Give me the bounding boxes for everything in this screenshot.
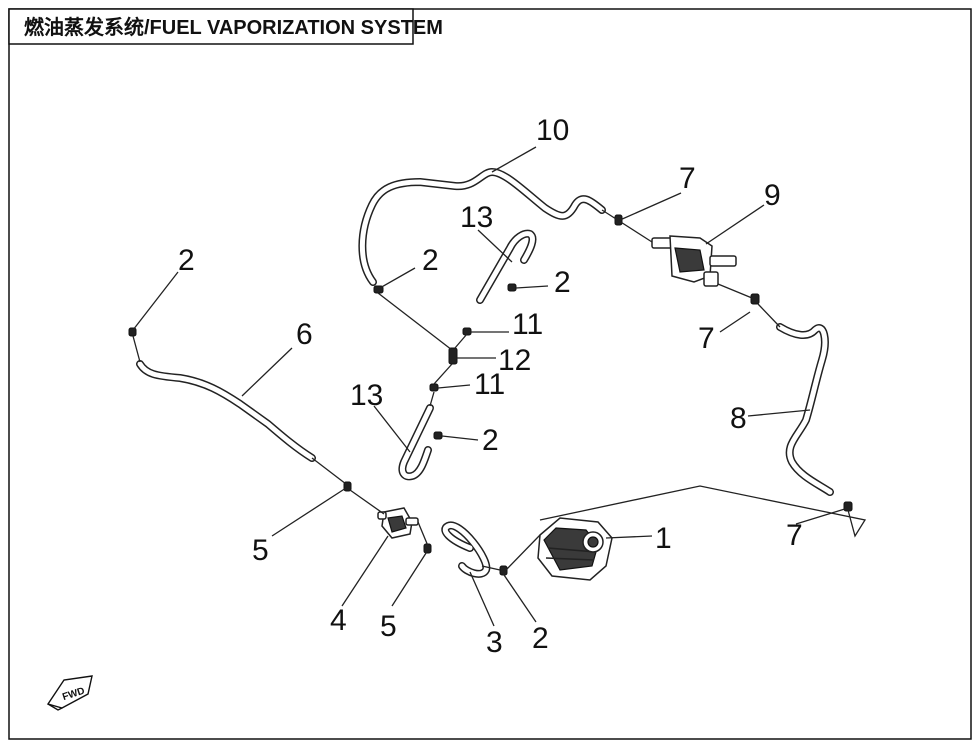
part-1-canister: [537, 517, 613, 581]
callout-3: 3: [486, 626, 503, 659]
callout-9: 9: [764, 179, 781, 212]
assembly-center-lines: [132, 209, 867, 571]
callout-11-upper: 11: [512, 308, 543, 341]
callout-12: 12: [498, 344, 531, 377]
callout-11-lower: 11: [474, 368, 505, 401]
callout-10: 10: [536, 114, 569, 147]
callout-8: 8: [730, 402, 747, 435]
callout-7-top: 7: [679, 162, 696, 195]
fwd-arrow-icon: FWD: [46, 675, 93, 711]
diagram-border: [8, 8, 972, 740]
callout-labels: 10 7 9 13 2 2 2 6 11 7 12 11 13 8 2 1 7 …: [178, 114, 803, 659]
callout-2-upper-mid: 2: [422, 244, 439, 277]
callout-1: 1: [655, 522, 672, 555]
callout-4: 4: [330, 604, 347, 637]
callout-13-upper: 13: [460, 201, 493, 234]
diagram-title: 燃油蒸发系统/FUEL VAPORIZATION SYSTEM: [24, 15, 443, 39]
part-13-lower-hose: [398, 404, 434, 481]
part-9-valve: [651, 235, 737, 287]
part-10-hose: [358, 168, 606, 286]
callout-2-bottom: 2: [532, 622, 549, 655]
callout-leaders: [132, 146, 849, 627]
part-6-hose: [136, 360, 316, 462]
callout-2-right-of-13: 2: [554, 266, 571, 299]
part-3-hose: [441, 521, 491, 578]
callout-5-left: 5: [252, 534, 269, 567]
callout-5-bottom: 5: [380, 610, 397, 643]
title-box: [8, 8, 414, 45]
part-4-valve: [377, 507, 419, 539]
callout-7-right: 7: [698, 322, 715, 355]
callout-2-lower-mid: 2: [482, 424, 499, 457]
callout-13-lower: 13: [350, 379, 383, 412]
part-13-upper-hose: [476, 229, 537, 304]
callout-7-bottom: 7: [786, 519, 803, 552]
callout-6: 6: [296, 318, 313, 351]
callout-2-left: 2: [178, 244, 195, 277]
part-8-hose: [776, 323, 834, 496]
